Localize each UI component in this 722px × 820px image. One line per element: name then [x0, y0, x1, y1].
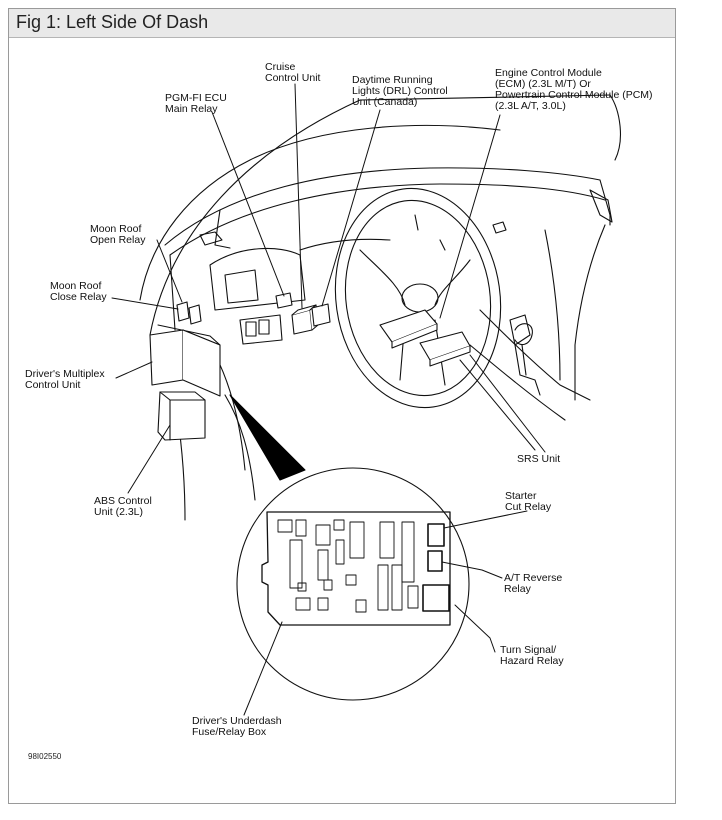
label-drl-control-unit: Daytime Running Lights (DRL) Control Uni… — [352, 74, 448, 108]
label-turn-signal-hazard-relay: Turn Signal/ Hazard Relay — [500, 644, 564, 667]
label-multiplex-control-unit: Driver's Multiplex Control Unit — [25, 368, 105, 391]
label-srs-unit: SRS Unit — [517, 453, 561, 465]
zoom-pointer — [229, 394, 306, 481]
label-pgm-fi-relay: PGM-FI ECU Main Relay — [165, 92, 227, 115]
label-moon-roof-open-relay: Moon Roof Open Relay — [90, 223, 146, 246]
figure-header — [9, 9, 675, 38]
label-cruise-control-unit: Cruise Control Unit — [265, 61, 321, 84]
leader-lines — [111, 83, 546, 716]
fuse-box-zoom — [236, 467, 470, 701]
dashboard-outline — [139, 94, 621, 521]
dash-components — [149, 292, 471, 441]
steering-wheel — [334, 187, 502, 409]
label-underdash-fuse-relay-box: Driver's Underdash Fuse/Relay Box — [192, 715, 282, 738]
label-starter-cut-relay: Starter Cut Relay — [505, 490, 552, 513]
label-engine-control-module: Engine Control Module (ECM) (2.3L M/T) O… — [495, 67, 653, 112]
figure-code: 98I02550 — [28, 752, 62, 761]
label-at-reverse-relay: A/T Reverse Relay — [504, 572, 563, 595]
label-moon-roof-close-relay: Moon Roof Close Relay — [50, 280, 107, 303]
figure-title: Fig 1: Left Side Of Dash — [16, 12, 209, 32]
label-abs-control-unit: ABS Control Unit (2.3L) — [94, 495, 152, 518]
